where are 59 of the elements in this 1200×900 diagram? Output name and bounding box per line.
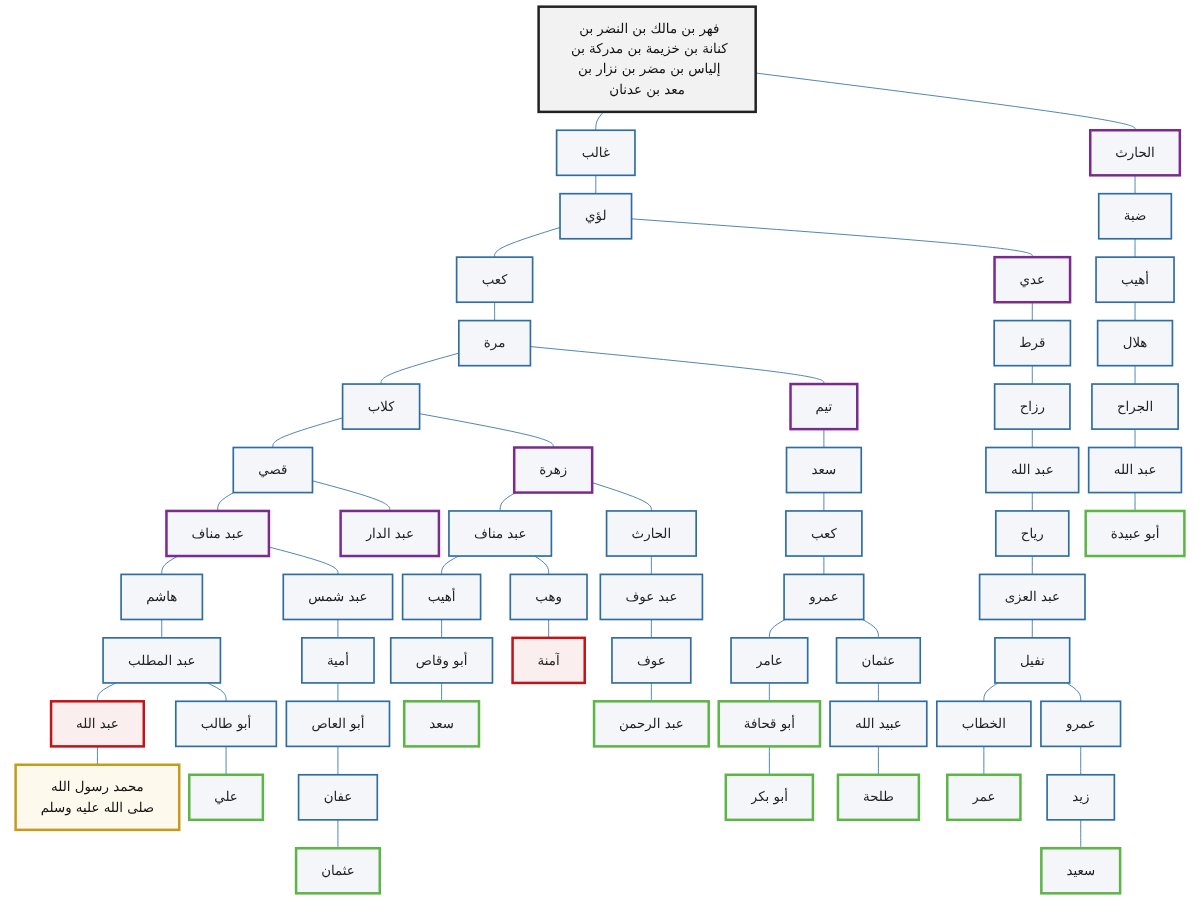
connector: [1031, 619, 1033, 639]
connector: [650, 682, 652, 702]
connector: [97, 682, 117, 702]
connector: [983, 682, 999, 702]
connector: [337, 745, 339, 776]
connector: [312, 480, 391, 512]
connector: [650, 619, 652, 639]
connector: [1031, 428, 1033, 448]
connector: [1031, 492, 1033, 512]
connector: [1134, 174, 1136, 195]
connector: [1080, 819, 1082, 849]
connector: [1066, 682, 1082, 702]
connector: [337, 682, 339, 702]
connector: [862, 619, 879, 639]
connector: [272, 417, 343, 448]
connector: [1134, 428, 1136, 448]
connector: [530, 346, 825, 385]
connector: [1134, 238, 1136, 258]
connector: [499, 492, 516, 512]
connector: [595, 111, 604, 131]
connector: [337, 819, 339, 849]
connector: [1031, 365, 1033, 385]
connector: [441, 682, 442, 702]
connector: [823, 428, 825, 448]
connector: [983, 745, 985, 776]
connector: [380, 352, 460, 385]
connector: [1080, 745, 1082, 776]
connector: [548, 619, 550, 639]
connector: [337, 619, 339, 639]
connector: [494, 227, 561, 258]
connector: [225, 745, 227, 776]
connector: [419, 413, 554, 448]
connector: [217, 492, 235, 512]
connector: [650, 555, 652, 575]
connector: [494, 301, 496, 321]
connector: [207, 682, 227, 702]
connector: [1031, 301, 1033, 321]
connector: [97, 745, 98, 766]
connector: [823, 492, 825, 512]
connector: [768, 619, 786, 639]
connector: [768, 682, 770, 702]
connector: [1134, 301, 1136, 321]
connector: [1134, 492, 1136, 512]
connector: [823, 555, 825, 575]
connector: [268, 546, 339, 575]
connector: [1134, 365, 1136, 385]
connector: [878, 682, 879, 702]
connector: [631, 218, 1033, 258]
connector: [441, 555, 459, 575]
connector: [534, 555, 550, 575]
connector: [1031, 555, 1033, 575]
connector: [595, 174, 597, 195]
connector: [755, 72, 1136, 131]
connector: [768, 745, 770, 776]
connector: [161, 555, 179, 575]
connector: [878, 745, 879, 776]
connector: [441, 619, 442, 639]
connector: [161, 619, 163, 639]
connector: [591, 482, 652, 512]
